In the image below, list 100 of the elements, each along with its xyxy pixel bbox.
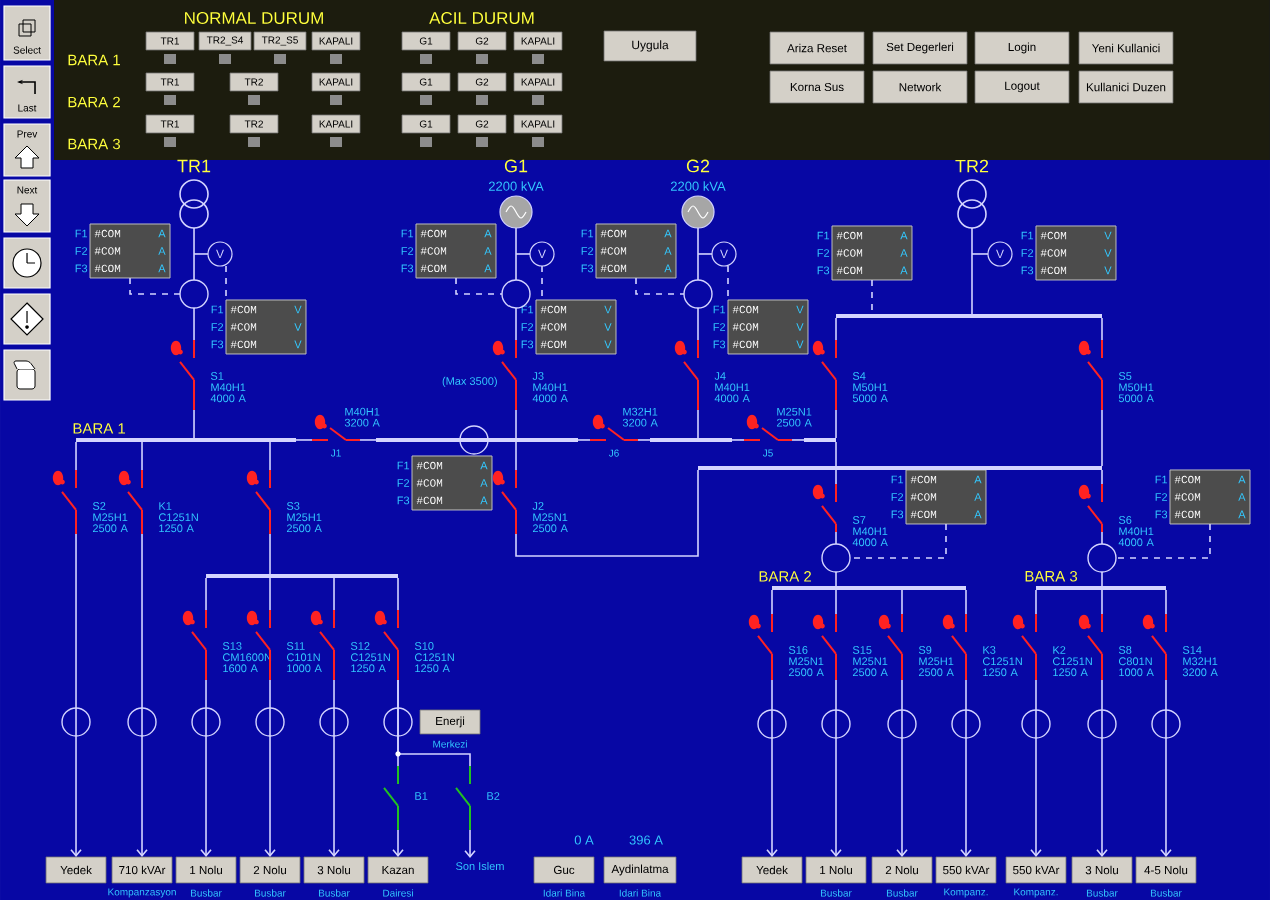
power-line [835,469,837,485]
power-line [193,253,209,255]
circuit-breaker-symbol [951,612,967,681]
current-transformer-symbol [683,279,713,309]
circuit-breaker-symbol [127,469,143,535]
leader-line [727,265,729,301]
circuit-breaker-symbol [757,612,773,681]
circuit-breaker-symbol [311,427,361,441]
power-line [1101,589,1103,615]
circuit-breaker-symbol [179,339,195,411]
circuit-breaker-symbol [1087,483,1103,533]
power-line [1096,679,1108,857]
power-line [75,441,77,471]
toolbar-button [3,293,51,345]
leader-line [1115,523,1211,559]
power-line [1101,531,1103,545]
power-line [965,589,967,615]
power-line [771,589,773,615]
circuit-breaker-symbol [683,339,699,411]
circuit-breaker-symbol [589,427,639,441]
circuit-breaker-symbol [501,469,517,535]
power-line [1030,679,1042,857]
toolbar-button [3,237,51,289]
power-line [577,439,591,441]
power-line [835,441,837,467]
current-transformer-symbol [1087,543,1117,573]
power-line [392,829,404,857]
section-heading: NORMAL DURUM [185,12,323,24]
power-line [515,409,517,439]
power-line [830,679,842,857]
circuit-breaker-symbol [61,469,77,535]
power-line [697,227,699,281]
power-line [1101,469,1103,485]
power-line [269,577,271,611]
circuit-breaker-symbol [191,608,207,681]
power-line [835,409,837,439]
circuit-breaker-symbol [1087,339,1103,411]
power-line [971,253,989,255]
power-line [697,307,699,341]
power-line [515,253,531,255]
power-line [896,679,908,857]
circuit-breaker-symbol [383,764,399,831]
leader-line [541,265,543,301]
power-line [136,533,148,857]
power-line [697,253,713,255]
power-line [901,589,903,615]
power-line [464,829,476,858]
toolbar-button [3,349,51,401]
power-line [835,571,837,587]
power-line [193,409,195,439]
power-line [1160,679,1172,857]
circuit-breaker-symbol [255,469,271,535]
power-line [731,439,745,441]
leader-line [129,277,181,295]
circuit-breaker-symbol [743,427,793,441]
power-line [515,307,517,341]
power-line [1101,571,1103,587]
circuit-breaker-symbol [1151,612,1167,681]
power-line [971,227,973,315]
power-line [205,577,207,611]
section-heading: ACIL DURUM [429,12,534,24]
leader-line [871,279,873,315]
power-line [766,679,778,857]
leader-line [635,277,685,295]
circuit-breaker-symbol [887,612,903,681]
power-line [333,577,335,611]
power-line [515,227,517,281]
circuit-breaker-symbol [501,339,517,411]
power-line [791,439,805,441]
current-transformer-symbol [501,279,531,309]
power-line [835,589,837,615]
power-line [70,533,82,857]
power-line [835,317,837,341]
power-line [1035,589,1037,615]
busbar [206,573,398,578]
leader-line [455,277,503,295]
circuit-breaker-symbol [821,612,837,681]
leader-line [849,523,947,559]
power-line [697,409,699,439]
power-line [269,533,271,575]
power-line [397,577,399,611]
power-line [193,227,195,281]
power-line [269,441,271,471]
power-line [1165,589,1167,615]
power-line [193,307,195,341]
circuit-breaker-symbol [455,764,471,831]
power-line [637,439,651,441]
power-line [359,439,377,441]
power-line [515,469,699,557]
circuit-breaker-symbol [1021,612,1037,681]
leader-line [225,265,227,301]
current-transformer-symbol [821,543,851,573]
circuit-breaker-symbol [319,608,335,681]
power-line [960,679,972,857]
circuit-breaker-symbol [821,483,837,533]
power-line [141,441,143,471]
power-line [397,679,471,767]
power-line [835,531,837,545]
circuit-breaker-symbol [821,339,837,411]
power-line [1101,409,1103,467]
